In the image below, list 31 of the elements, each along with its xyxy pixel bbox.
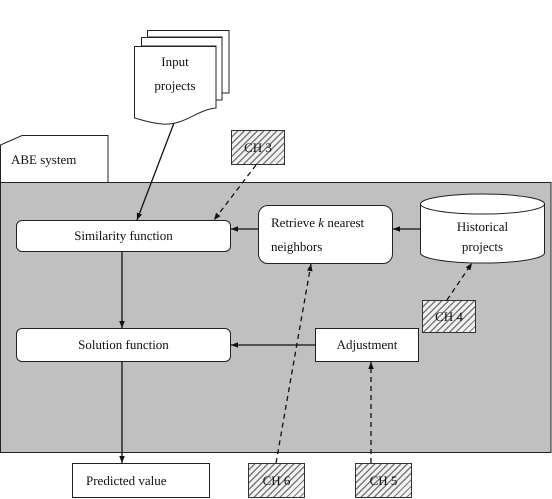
output-box [72, 463, 210, 498]
arrow [119, 362, 125, 463]
dashed-arrow [446, 262, 473, 300]
process-label: Adjustment [336, 337, 398, 353]
process-box [16, 328, 231, 362]
chapter-label: CH 3 [244, 140, 272, 156]
dashed-arrow [368, 362, 374, 463]
arrow [231, 226, 258, 232]
process-label: Solution function [78, 337, 169, 353]
hatched-tag [422, 300, 476, 333]
chapter-label: CH 4 [435, 308, 463, 324]
hatched-tag [355, 463, 412, 498]
process-box [258, 205, 393, 264]
document-label: Input projects [153, 53, 197, 95]
process-box [16, 220, 231, 252]
process-box [315, 328, 419, 362]
chapter-label: CH 6 [262, 472, 290, 488]
dashed-arrow [275, 264, 313, 464]
output-label: Predicted value [86, 472, 166, 488]
arrow [231, 342, 315, 348]
arrow [136, 122, 175, 220]
process-label: Retrieve k nearest neighbors [271, 214, 366, 256]
process-label: Similarity function [74, 228, 173, 244]
arrow [393, 226, 420, 232]
hatched-tag [248, 463, 305, 498]
database-label: Historical projects [456, 218, 510, 256]
dashed-arrow [213, 164, 257, 220]
chapter-label: CH 5 [370, 472, 398, 488]
arrow [119, 252, 125, 328]
hatched-tag [231, 130, 285, 165]
panel-heading: ABE system [11, 152, 76, 168]
